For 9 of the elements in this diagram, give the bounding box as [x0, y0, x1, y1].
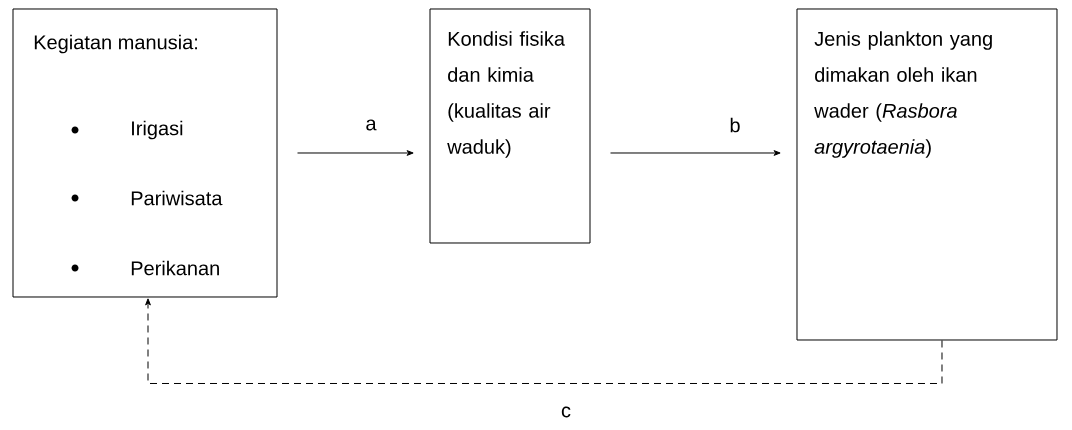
edge-label: c	[561, 406, 571, 418]
process-box: Kegiatan manusia: Irigasi Pariwisata Perikanan	[12, 8, 278, 298]
edge-label: b	[730, 117, 740, 133]
edge-label: a	[366, 119, 377, 131]
process-box: Jenis plankton yang dimakan oleh ikan wader (Rasbora argyrotaenia)	[796, 8, 1058, 341]
arrow	[610, 150, 781, 156]
arrow	[145, 298, 943, 384]
process-box: Kondisi fisika dan kimia (kualitas air waduk)	[429, 8, 591, 244]
arrow	[297, 150, 414, 156]
